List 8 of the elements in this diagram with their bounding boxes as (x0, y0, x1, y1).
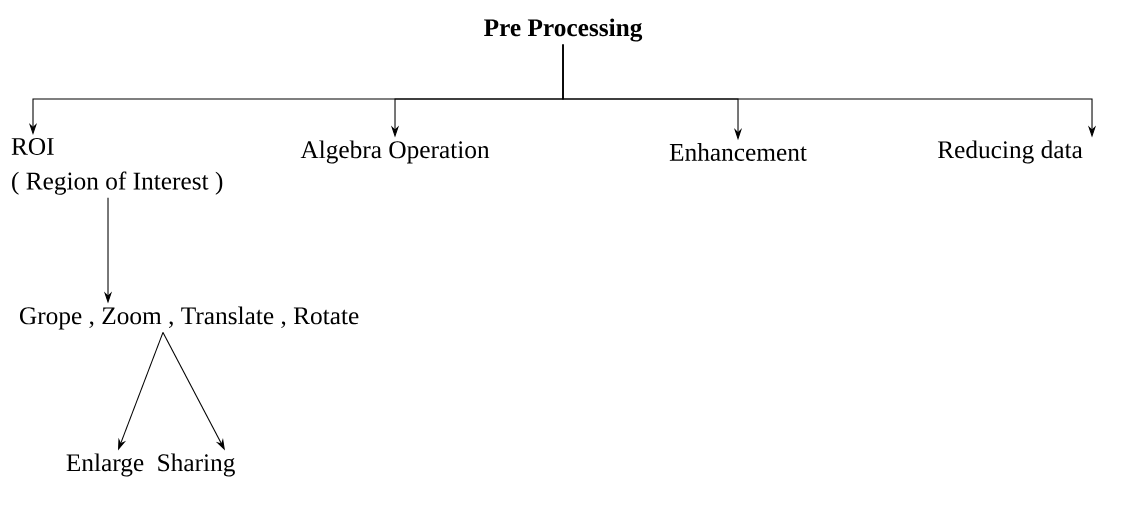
category-label: Algebra Operation (300, 140, 490, 164)
category-label: ROI ( Region of Interest ) (11, 137, 223, 195)
category-label: Reducing data (937, 140, 1083, 164)
heading: Pre Processing (484, 18, 643, 42)
category-label: Grope , Zoom , Translate , Rotate (20, 306, 359, 330)
category-label: Enlarge (66, 453, 144, 477)
category-label: Sharing (158, 453, 235, 477)
category-label: Enhancement (669, 143, 807, 161)
